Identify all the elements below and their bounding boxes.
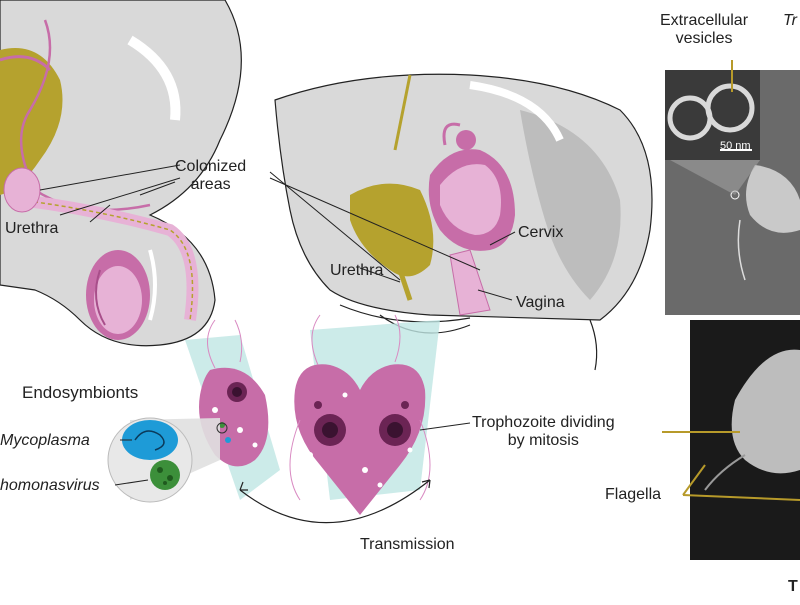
label-corner-bottom: T bbox=[788, 578, 798, 595]
endosymbiont-inset bbox=[107, 417, 228, 503]
label-colonized-line1: Colonized bbox=[175, 158, 247, 175]
micrograph-inset bbox=[665, 70, 760, 160]
label-colonized-areas: Colonized areas bbox=[175, 158, 246, 194]
mycoplasma-cell bbox=[122, 420, 178, 460]
transmission-arrow bbox=[239, 479, 431, 524]
label-trophozoite-line2: by mitosis bbox=[507, 432, 579, 449]
label-transmission: Transmission bbox=[360, 536, 455, 553]
male-anatomy bbox=[0, 0, 242, 347]
label-endosymbionts: Endosymbionts bbox=[22, 383, 139, 402]
label-ev-line1: Extracellular bbox=[660, 12, 749, 29]
label-urethra-male: Urethra bbox=[5, 220, 59, 237]
label-ev-line2: vesicles bbox=[675, 30, 733, 47]
label-trophozoite: Trophozoite dividing by mitosis bbox=[472, 414, 615, 450]
label-trophozoite-line1: Trophozoite dividing bbox=[472, 414, 615, 431]
virus-particle bbox=[150, 460, 180, 490]
label-scale-bar: 50 nm bbox=[720, 140, 751, 152]
label-virus: homonasvirus bbox=[0, 477, 100, 494]
female-anatomy bbox=[274, 73, 653, 371]
leader-lines bbox=[39, 164, 516, 486]
label-corner-top: Tr bbox=[783, 12, 797, 29]
label-cervix: Cervix bbox=[518, 224, 564, 241]
label-flagella: Flagella bbox=[605, 486, 662, 503]
label-colonized-line2: areas bbox=[190, 176, 231, 193]
label-vagina: Vagina bbox=[516, 294, 565, 311]
label-urethra-female: Urethra bbox=[330, 262, 384, 279]
trophozoite-dividing bbox=[289, 314, 431, 515]
label-extracellular-vesicles: Extracellular vesicles bbox=[660, 12, 748, 48]
olive-leaders bbox=[662, 60, 800, 501]
label-mycoplasma: Mycoplasma bbox=[0, 432, 90, 449]
